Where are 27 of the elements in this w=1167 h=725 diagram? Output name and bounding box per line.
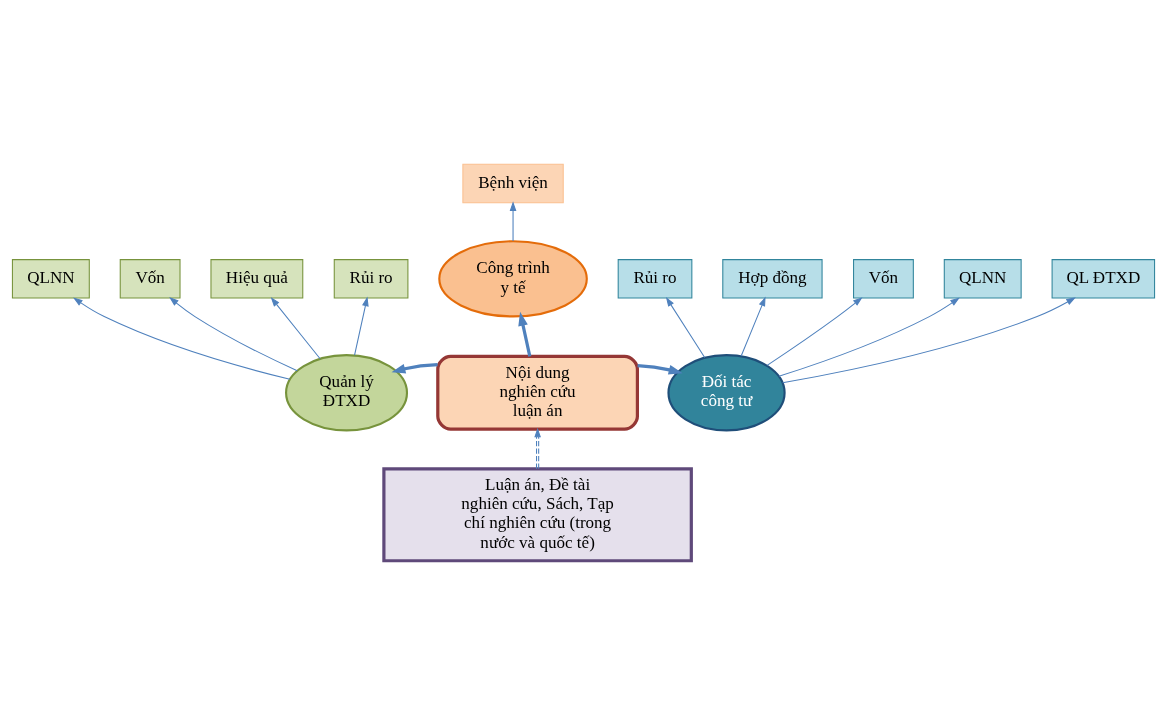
node-box: Rủi ro <box>617 259 693 299</box>
arrow <box>534 427 541 470</box>
arrow <box>73 297 291 380</box>
arrow <box>665 296 706 359</box>
arrow <box>518 311 532 357</box>
arrow <box>766 297 863 366</box>
node-box: Hiệu quả <box>210 259 304 299</box>
arrow <box>270 297 321 360</box>
arrow <box>782 297 1076 384</box>
node-box: Rủi ro <box>333 259 409 299</box>
arrow <box>169 297 298 372</box>
node-box: QLNN <box>943 259 1022 299</box>
node-box: Luận án, Đề tài nghiên cứu, Sách, Tạp chí nghiên cứu (trong nước và quốc tế) <box>382 467 693 563</box>
node-box: Vốn <box>853 259 914 299</box>
arrow <box>354 296 369 356</box>
arrow <box>509 201 517 242</box>
node-box: Nội dung nghiên cứu luận án <box>436 354 639 431</box>
arrow <box>740 296 766 357</box>
node-box: Hợp đồng <box>722 259 823 299</box>
node-ellipse: Công trình y tế <box>438 240 588 318</box>
node-box: Vốn <box>119 259 181 299</box>
arrow <box>391 362 438 374</box>
node-box: QLNN <box>11 259 90 299</box>
arrow <box>778 297 960 377</box>
arrow <box>637 364 683 375</box>
node-box: QL ĐTXD <box>1051 259 1156 299</box>
node-box: Bệnh viện <box>462 163 564 204</box>
